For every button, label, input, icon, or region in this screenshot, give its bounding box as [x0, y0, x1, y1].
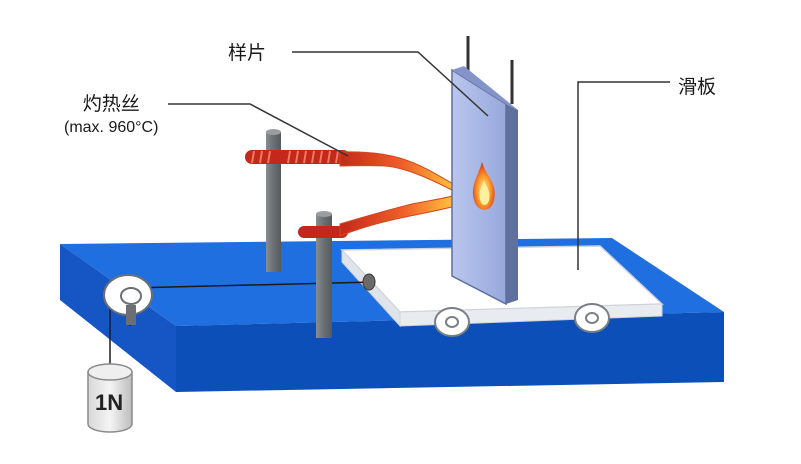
glow-wire-lower: [298, 226, 348, 238]
pulley: [103, 274, 153, 325]
sample-label: 样片: [228, 42, 267, 64]
support-post-back: [266, 132, 281, 272]
weight-1n: [87, 363, 133, 433]
glow-wire-label: 灼热丝 (max. 960°C): [64, 92, 158, 140]
cord-clamp: [362, 273, 376, 291]
slide-plate-label: 滑板: [678, 76, 717, 98]
glow-wire-temperature: (max. 960°C): [64, 119, 159, 136]
pull-cord: [129, 281, 375, 289]
support-post-front: [316, 214, 332, 338]
slide-leader: [577, 81, 670, 270]
glow-wire-title: 灼热丝: [82, 93, 140, 115]
leader-lines: [168, 51, 670, 270]
sample-leader: [292, 51, 489, 117]
glow-wire-upper: [245, 150, 350, 164]
flame: [472, 162, 495, 210]
glow-wire-leader: [168, 103, 349, 157]
base-plate-side: [60, 244, 176, 392]
weight-label: 1N: [95, 390, 124, 415]
